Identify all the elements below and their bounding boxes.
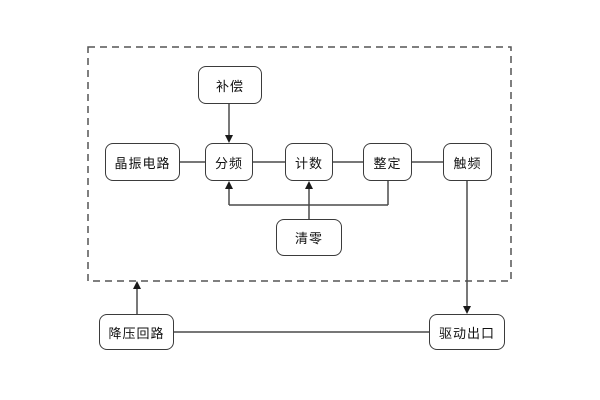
node-trigger: 触频 <box>443 143 492 181</box>
node-drive-output: 驱动出口 <box>429 314 505 350</box>
inner-boundary-dashed-box <box>87 46 512 282</box>
node-crystal-oscillator-circuit: 晶振电路 <box>105 143 180 181</box>
node-trigger-label: 触频 <box>453 156 482 172</box>
node-frequency-divider-label: 分频 <box>214 156 243 172</box>
node-step-down-circuit-label: 降压回路 <box>108 326 165 342</box>
node-setting: 整定 <box>363 143 412 181</box>
node-step-down-circuit: 降压回路 <box>99 314 174 350</box>
arrowhead-into-divider-top <box>225 135 233 143</box>
arrowhead-into-drive-output-top <box>463 306 471 314</box>
arrowhead-into-boundary-bottom <box>133 281 141 289</box>
node-frequency-divider: 分频 <box>205 143 253 181</box>
node-setting-label: 整定 <box>373 156 402 172</box>
node-compensation-label: 补偿 <box>215 79 244 95</box>
node-drive-output-label: 驱动出口 <box>438 326 495 342</box>
node-counter-label: 计数 <box>294 156 323 172</box>
node-clear: 清零 <box>276 219 342 256</box>
node-counter: 计数 <box>285 143 333 181</box>
arrowhead-into-divider-bottom <box>225 181 233 189</box>
node-compensation: 补偿 <box>198 66 262 104</box>
node-clear-label: 清零 <box>294 232 323 247</box>
arrowhead-into-counter-bottom <box>305 181 313 189</box>
node-crystal-oscillator-circuit-label: 晶振电路 <box>114 156 171 172</box>
